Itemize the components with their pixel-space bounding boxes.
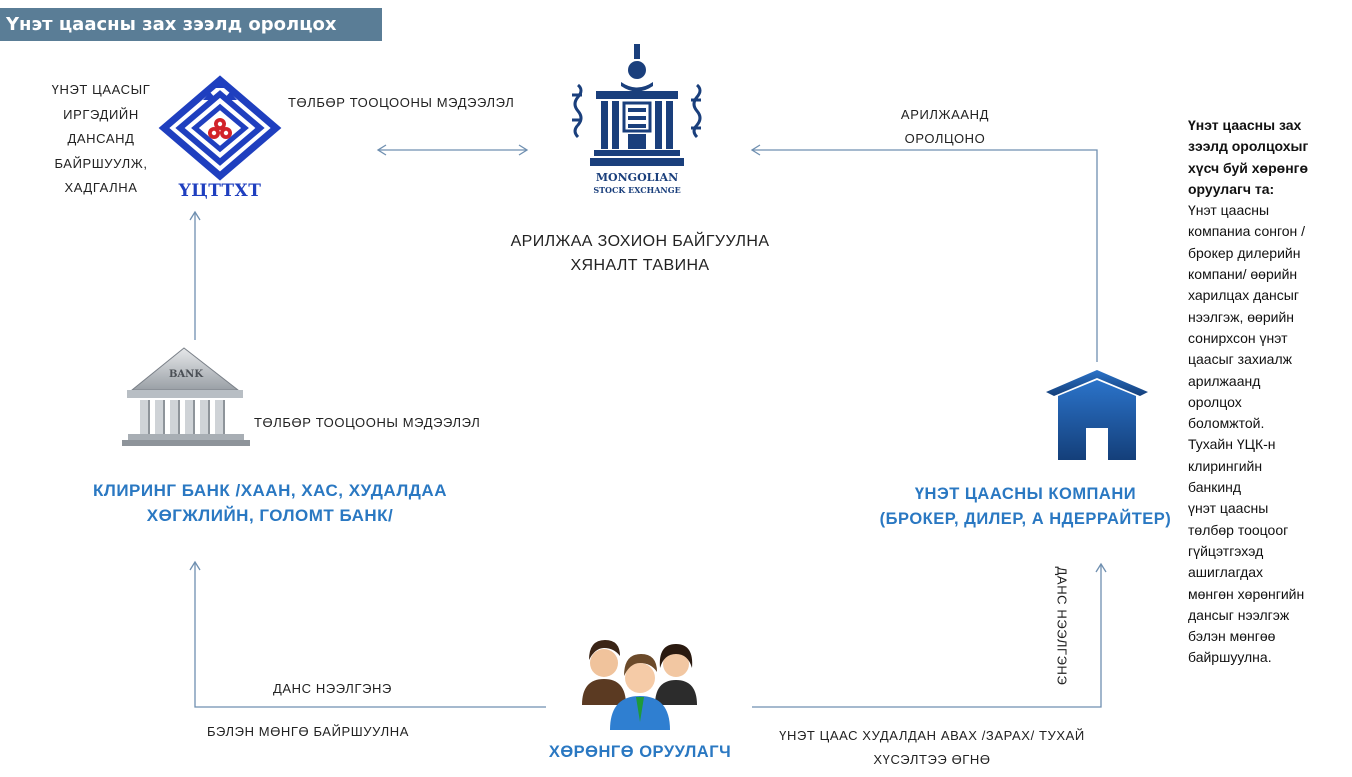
sidebar-heading-line: зээлд оролцохыг [1188, 138, 1309, 155]
sidebar-body-line: төлбөр тооцоог [1188, 521, 1289, 538]
depository-desc-line: ДАНСАНД [67, 131, 135, 146]
sidebar-body-line: брокер дилерийн [1188, 244, 1301, 261]
page-title: Үнэт цаасны зах зээлд оролцох [0, 8, 382, 41]
edge-label-order-line1: ҮНЭТ ЦААС ХУДАЛДАН АВАХ /ЗАРАХ/ ТУХАЙ [779, 728, 1085, 743]
sidebar-body-line: клирингийн [1188, 457, 1263, 474]
arrow-broker-exchange [750, 144, 1098, 362]
edge-label-order-line2: ХҮСЭЛТЭЭ ӨГНӨ [873, 752, 991, 767]
exchange-logo-icon [572, 44, 702, 166]
sidebar-body-line: компани/ өөрийн [1188, 266, 1298, 283]
sidebar-body-line: нээлгэж, өөрийн [1188, 308, 1295, 325]
sidebar-body-line: ашиглагдах [1188, 564, 1264, 581]
sidebar-body-line: бэлэн мөнгөө [1188, 628, 1276, 645]
sidebar-body-line: компаниа сонгон / [1188, 223, 1306, 240]
arrow-investor-broker [752, 562, 1107, 708]
edge-label-order: ҮНЭТ ЦААС ХУДАЛДАН АВАХ /ЗАРАХ/ ТУХАЙ ХҮ… [752, 724, 1112, 772]
depository-logo-text: ҮЦТТХТ [178, 181, 262, 201]
bank-sign-text: BANK [168, 369, 204, 380]
arrow-bank-depository [189, 210, 201, 340]
exchange-logo-line2: STOCK EXCHANGE [593, 185, 681, 195]
broker-house-icon [1046, 370, 1148, 460]
investor-title: ХӨРӨНГӨ ОРУУЛАГЧ [548, 743, 732, 761]
sidebar-heading: Үнэт цаасны зах зээлд оролцохыг хүсч буй… [1188, 115, 1348, 200]
sidebar-body-line: мөнгөн хөрөнгийн [1188, 585, 1305, 602]
depository-logo-icon [158, 75, 282, 181]
sidebar-note: Үнэт цаасны зах зээлд оролцохыг хүсч буй… [1188, 115, 1348, 669]
sidebar-body: Үнэт цаасны компаниа сонгон / брокер дил… [1188, 200, 1348, 669]
edge-label-deposit-cash: БЭЛЭН МӨНГӨ БАЙРШУУЛНА [207, 724, 409, 739]
sidebar-heading-line: оруулагч та: [1188, 180, 1275, 197]
arrow-depository-exchange [376, 144, 529, 156]
sidebar-body-line: боломжтой. [1188, 415, 1265, 432]
edge-label-open-account-broker: ДАНС НЭЭЛГЭНЭ [1054, 566, 1070, 686]
sidebar-body-line: үнэт цаасны [1188, 500, 1269, 517]
bank-building-icon [122, 347, 250, 446]
edge-label-open-account-bank: ДАНС НЭЭЛГЭНЭ [273, 681, 392, 696]
exchange-logo-text: MONGOLIAN STOCK EXCHANGE [567, 172, 707, 196]
bank-title-line1: КЛИРИНГ БАНК /ХААН, ХАС, ХУДАЛДАА [93, 481, 447, 500]
depository-desc-line: ҮНЭТ ЦААСЫГ [51, 82, 151, 97]
depository-desc-line: ХАДГАЛНА [64, 180, 138, 195]
broker-title-line1: ҮНЭТ ЦААСНЫ КОМПАНИ [914, 485, 1137, 503]
bank-title: КЛИРИНГ БАНК /ХААН, ХАС, ХУДАЛДАА ХӨГЖЛИ… [60, 478, 480, 528]
sidebar-body-line: Тухайн ҮЦК-н [1188, 436, 1276, 453]
depository-desc-line: БАЙРШУУЛЖ, [54, 155, 148, 171]
sidebar-body-line: харилцах дансыг [1188, 287, 1299, 304]
edge-label-payment-info-bank: ТӨЛБӨР ТООЦООНЫ МЭДЭЭЛЭЛ [254, 415, 481, 430]
sidebar-body-line: гүйцэтгэхэд [1188, 542, 1264, 559]
broker-title-line2: (БРОКЕР, ДИЛЕР, А НДЕРРАЙТЕР) [879, 510, 1172, 528]
edge-label-trade: АРИЛЖААНД ОРОЛЦОНО [890, 103, 1000, 151]
investors-people-icon [582, 640, 697, 730]
sidebar-body-line: байршуулна. [1188, 649, 1272, 666]
sidebar-body-line: банкинд [1188, 479, 1242, 496]
broker-title: ҮНЭТ ЦААСНЫ КОМПАНИ (БРОКЕР, ДИЛЕР, А НД… [873, 482, 1178, 532]
arrow-investor-bank [189, 560, 546, 708]
sidebar-body-line: арилжаанд [1188, 372, 1261, 389]
sidebar-body-line: цаасыг захиалж [1188, 351, 1292, 368]
exchange-desc-line2: ХЯНАЛТ ТАВИНА [570, 257, 710, 274]
edge-label-trade-line1: АРИЛЖААНД [900, 107, 990, 122]
sidebar-heading-line: хүсч буй хөрөнгө [1188, 159, 1309, 176]
sidebar-heading-line: Үнэт цаасны зах [1188, 117, 1302, 133]
exchange-description: АРИЛЖАА ЗОХИОН БАЙГУУЛНА ХЯНАЛТ ТАВИНА [470, 230, 810, 278]
exchange-logo-line1: MONGOLIAN [595, 171, 679, 184]
bank-title-line2: ХӨГЖЛИЙН, ГОЛОМТ БАНК/ [146, 506, 394, 525]
exchange-desc-line1: АРИЛЖАА ЗОХИОН БАЙГУУЛНА [510, 233, 770, 250]
sidebar-body-line: Үнэт цаасны [1188, 202, 1270, 219]
sidebar-body-line: дансыг нээлгэж [1188, 606, 1290, 623]
edge-label-payment-info-top: ТӨЛБӨР ТООЦООНЫ МЭДЭЭЛЭЛ [288, 95, 515, 110]
depository-description: ҮНЭТ ЦААСЫГ ИРГЭДИЙН ДАНСАНД БАЙРШУУЛЖ, … [36, 78, 166, 201]
sidebar-body-line: сонирхсон үнэт [1188, 329, 1288, 346]
sidebar-body-line: оролцох [1188, 393, 1242, 410]
edge-label-trade-line2: ОРОЛЦОНО [904, 131, 986, 146]
depository-desc-line: ИРГЭДИЙН [63, 106, 139, 122]
